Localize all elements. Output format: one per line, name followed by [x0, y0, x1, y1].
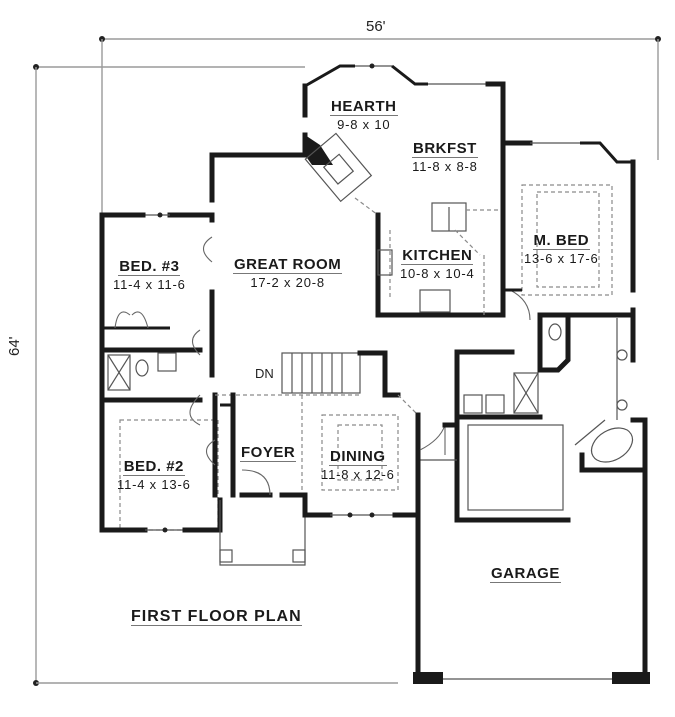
hallway-walls [503, 288, 531, 321]
room-name: BRKFST [412, 140, 478, 158]
room-size: 10-8 x 10-4 [400, 266, 475, 281]
room-name: HEARTH [330, 98, 398, 116]
room-dining: DINING 11-8 x 12-6 [321, 448, 395, 483]
room-name: GARAGE [490, 565, 561, 583]
dimension-lines [33, 36, 661, 686]
room-size: 11-4 x 13-6 [117, 477, 191, 492]
room-size: 17-2 x 20-8 [250, 275, 325, 290]
room-size: 11-8 x 8-8 [412, 159, 478, 174]
room-size: 11-8 x 12-6 [321, 467, 395, 482]
room-bedroom-3: BED. #3 11-4 x 11-6 [113, 258, 186, 293]
room-name: M. BED [532, 232, 591, 250]
room-kitchen: KITCHEN 10-8 x 10-4 [400, 247, 475, 282]
room-size: 9-8 x 10 [337, 117, 391, 132]
room-garage: GARAGE [490, 565, 561, 583]
overall-depth-dimension: 64' [6, 336, 23, 356]
master-bedroom-walls [500, 140, 636, 363]
stair-down-label: DN [255, 366, 274, 381]
room-name: FOYER [240, 444, 297, 462]
bedroom3-walls [99, 212, 215, 533]
room-size: 13-6 x 17-6 [524, 251, 599, 266]
hearth-brkfst-walls [209, 63, 506, 318]
front-porch [219, 500, 306, 566]
room-bedroom-2: BED. #2 11-4 x 13-6 [117, 458, 191, 493]
garage-walls [413, 422, 650, 684]
room-master-bedroom: M. BED 13-6 x 17-6 [524, 232, 599, 267]
room-name: BED. #2 [122, 458, 185, 476]
master-bath [454, 312, 648, 523]
overall-width-dimension: 56' [366, 18, 386, 35]
kitchen-walls [375, 202, 506, 318]
room-name: KITCHEN [401, 247, 474, 265]
room-name: GREAT ROOM [233, 256, 343, 274]
foyer-stair [215, 350, 401, 500]
room-size: 11-4 x 11-6 [113, 277, 186, 292]
room-foyer: FOYER [240, 444, 297, 462]
room-great-room: GREAT ROOM 17-2 x 20-8 [233, 256, 343, 291]
room-brkfst: BRKFST 11-8 x 8-8 [412, 140, 478, 175]
room-name: BED. #3 [118, 258, 181, 276]
room-hearth: HEARTH 9-8 x 10 [330, 98, 398, 133]
room-name: DINING [329, 448, 387, 466]
plan-title: FIRST FLOOR PLAN [131, 608, 302, 626]
